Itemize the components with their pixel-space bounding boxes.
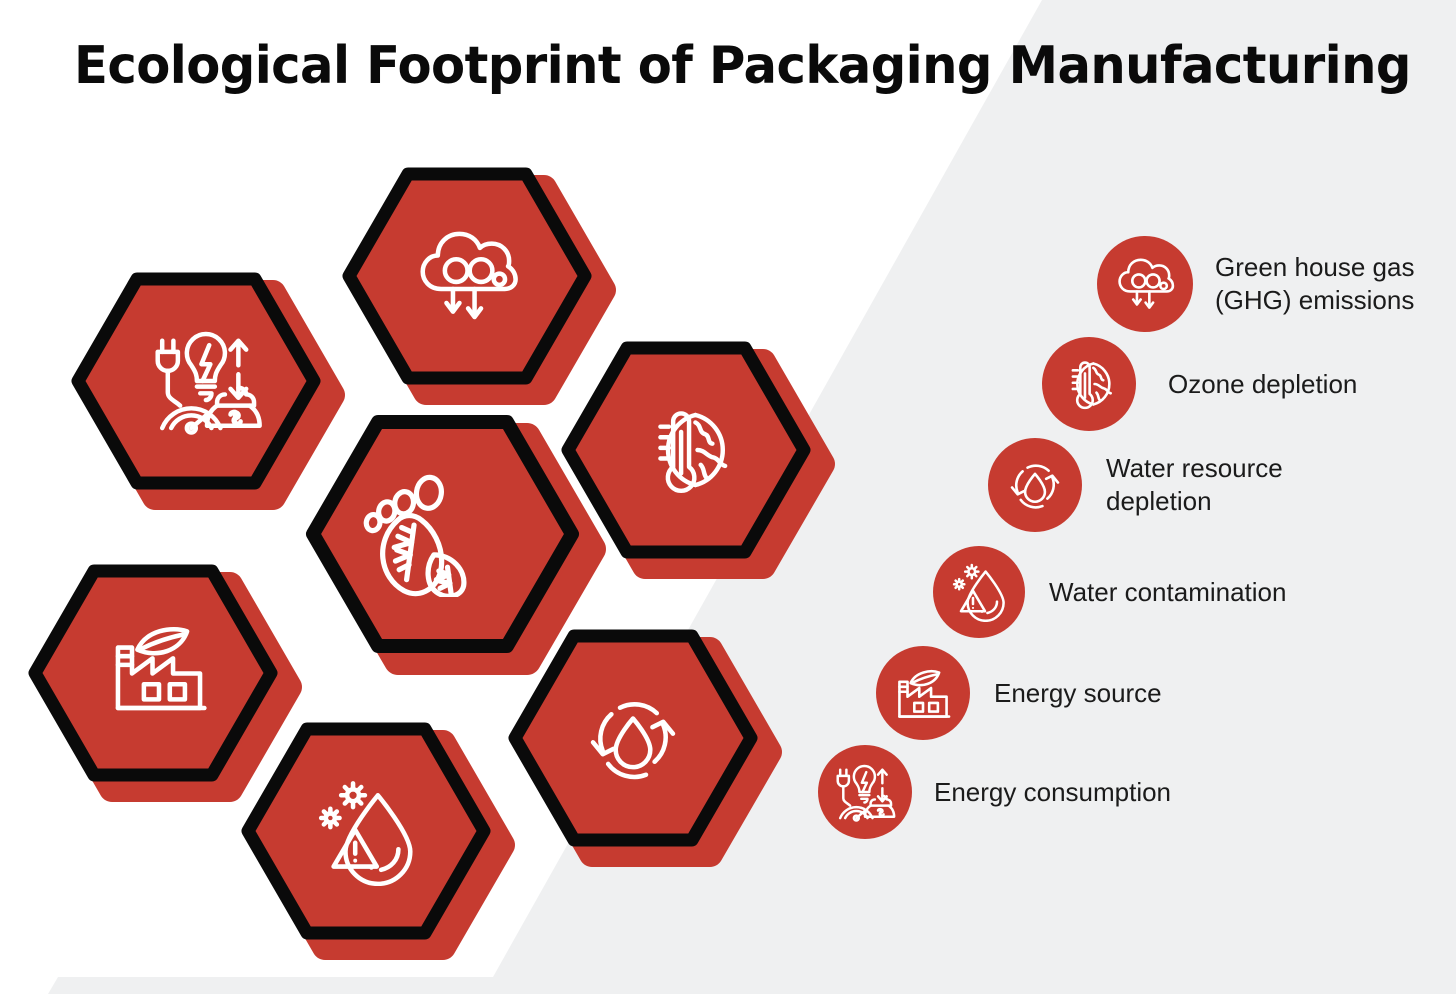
legend-label-energy-source: Energy source — [994, 677, 1162, 708]
legend-label-ozone-depletion: Ozone depletion — [1168, 368, 1358, 399]
legend-item-water-resource-depletion[interactable]: Water resource depletion — [988, 438, 1283, 532]
legend-circle-energy-consumption — [818, 745, 912, 839]
hexagon-water-resource-depletion[interactable] — [508, 629, 782, 867]
factory-leaf-icon — [898, 670, 951, 718]
legend-item-energy-source[interactable]: Energy source — [876, 646, 1162, 740]
legend-item-water-contamination[interactable]: Water contamination — [933, 546, 1286, 638]
contaminated-droplet-icon — [952, 563, 1005, 622]
bottom-gray-strip — [48, 977, 1456, 994]
legend-label-ghg-emissions: Green house gas (GHG) emissions — [1215, 252, 1415, 315]
hexagon-energy-source[interactable] — [28, 564, 302, 802]
legend-label-energy-consumption: Energy consumption — [934, 776, 1172, 807]
hexagon-ghg-emissions[interactable] — [342, 167, 616, 405]
legend-item-ghg-emissions[interactable]: Green house gas (GHG) emissions — [1097, 236, 1414, 332]
legend-circle-energy-source — [876, 646, 970, 740]
co2-cloud-icon — [1118, 258, 1175, 309]
legend-label-water-resource-depletion: Water resource depletion — [1106, 453, 1283, 516]
legend-circle-water-resource-depletion — [988, 438, 1082, 532]
legend-item-ozone-depletion[interactable]: Ozone depletion — [1042, 337, 1357, 431]
page-title: Ecological Footprint of Packaging Manufa… — [74, 36, 1411, 96]
hex-outline — [241, 722, 491, 940]
legend-label-water-contamination: Water contamination — [1049, 576, 1287, 607]
legend-circle-ghg-emissions — [1097, 236, 1193, 332]
hexagon-ozone-depletion[interactable] — [561, 341, 835, 579]
hexagon-ecological-footprint[interactable] — [306, 415, 606, 675]
legend-circle-ozone-depletion — [1042, 337, 1136, 431]
hexagon-water-contamination[interactable] — [241, 722, 515, 960]
hex-outline — [508, 629, 758, 847]
water-recycle-icon — [1010, 464, 1060, 509]
energy-consumption-icon — [836, 764, 896, 822]
legend-circle-water-contamination — [933, 546, 1025, 638]
legend-item-energy-consumption[interactable]: Energy consumption — [818, 745, 1171, 839]
hex-outline — [306, 415, 579, 653]
thermometer-globe-icon — [1071, 361, 1113, 410]
hex-outline — [561, 341, 811, 559]
hexagon-energy-consumption[interactable] — [71, 272, 345, 510]
